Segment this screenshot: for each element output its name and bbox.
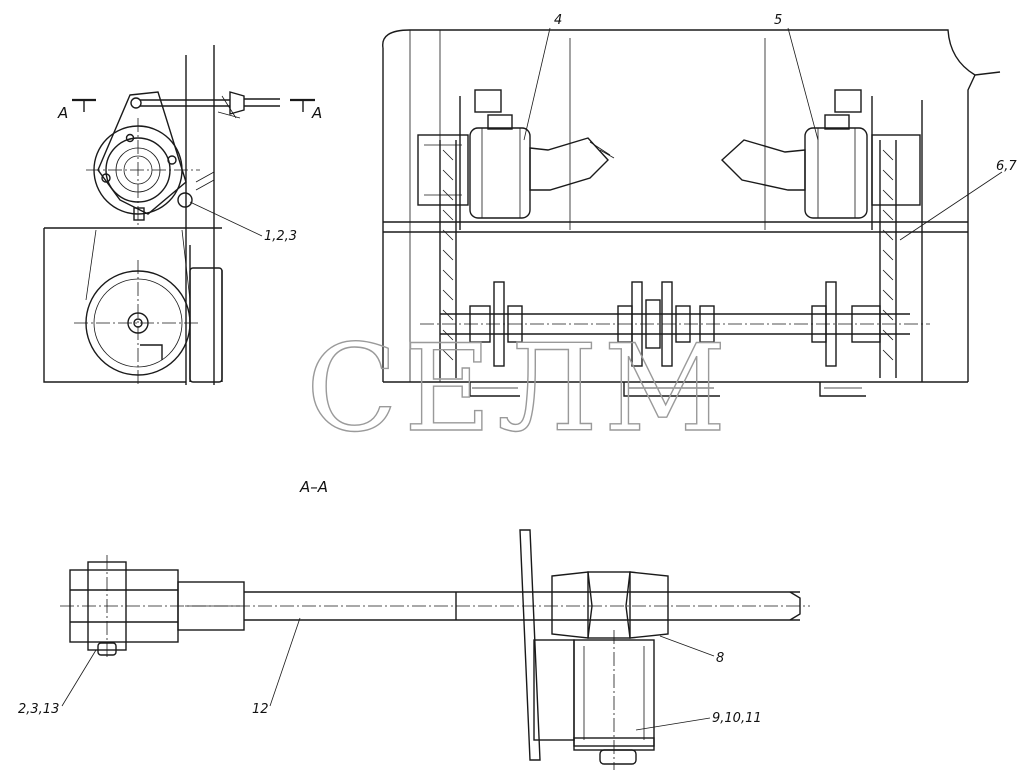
callout-2-3-13: 2,3,13 xyxy=(18,702,59,717)
callout-leaders xyxy=(61,27,1003,731)
callout-1-2-3: 1,2,3 xyxy=(264,229,297,244)
watermark-text: СЕЛМ xyxy=(306,320,732,459)
callout-12: 12 xyxy=(252,702,269,717)
side-view: A A xyxy=(43,45,322,385)
section-title: A–A xyxy=(299,478,328,496)
callout-6-7: 6,7 xyxy=(996,159,1017,174)
front-view xyxy=(382,29,1001,397)
section-marker-right: A xyxy=(311,104,322,122)
section-view: A–A xyxy=(60,478,810,770)
callout-9-10-11: 9,10,11 xyxy=(712,711,762,726)
section-marker-left: A xyxy=(57,104,68,122)
callout-5: 5 xyxy=(774,13,782,28)
callout-4: 4 xyxy=(554,13,562,28)
callout-8: 8 xyxy=(716,651,724,666)
